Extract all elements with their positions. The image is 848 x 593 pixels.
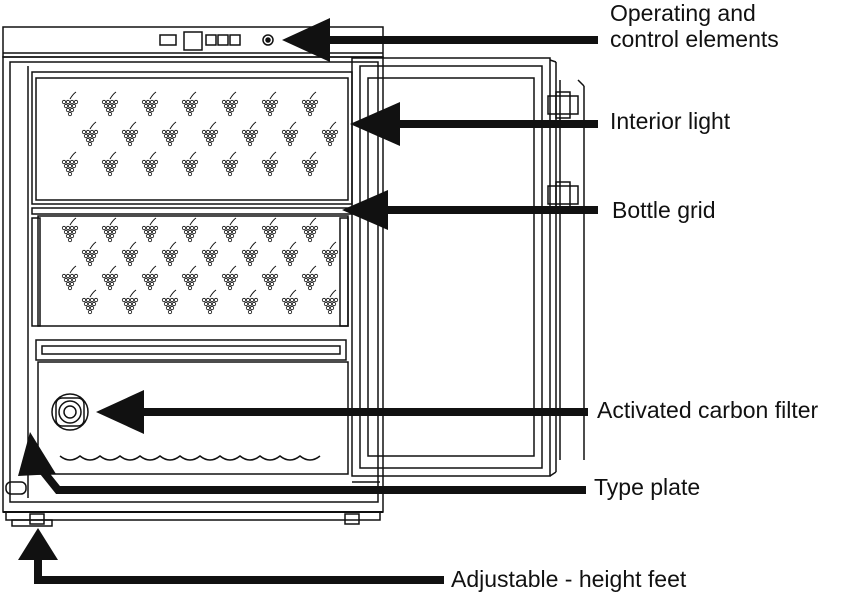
grape-cluster-icon (122, 242, 137, 266)
grape-cluster-icon (282, 290, 297, 314)
grape-cluster-icon (62, 266, 77, 290)
grape-cluster-icon (282, 122, 297, 146)
grape-cluster-icon (182, 152, 197, 176)
carbon-filter-icon (52, 394, 88, 430)
grape-cluster-icon (242, 122, 257, 146)
grape-cluster-icon (62, 92, 77, 116)
grape-cluster-icon (302, 152, 317, 176)
grape-cluster-icon (82, 242, 97, 266)
grape-cluster-icon (82, 122, 97, 146)
grape-cluster-icon (262, 218, 277, 242)
arrow-interior-light (350, 102, 598, 146)
label-bottle-grid: Bottle grid (612, 197, 716, 223)
adjustable-feet (30, 514, 359, 524)
label-carbon-filter: Activated carbon filter (597, 397, 818, 423)
grape-cluster-icon (242, 242, 257, 266)
grape-cluster-icon (322, 242, 337, 266)
arrow-height-feet (18, 528, 444, 580)
grape-cluster-icon (162, 122, 177, 146)
grape-cluster-icon (202, 242, 217, 266)
grape-cluster-icon (222, 152, 237, 176)
label-operating-controls: Operating and control elements (610, 0, 779, 52)
grape-cluster-icon (102, 266, 117, 290)
arrow-carbon-filter (96, 390, 588, 434)
label-height-feet: Adjustable - height feet (451, 566, 686, 592)
grape-cluster-icon (142, 152, 157, 176)
grape-cluster-icon (102, 152, 117, 176)
grape-cluster-icon (102, 218, 117, 242)
grape-decoration-light (62, 92, 337, 176)
grape-cluster-icon (122, 290, 137, 314)
label-operating-line2: control elements (610, 26, 779, 52)
bottle-grid-shelf (32, 208, 352, 326)
grape-cluster-icon (222, 218, 237, 242)
arrow-operating-controls (282, 18, 598, 62)
cabinet (3, 57, 383, 526)
grape-cluster-icon (322, 122, 337, 146)
grape-cluster-icon (142, 266, 157, 290)
grape-cluster-icon (222, 266, 237, 290)
grape-cluster-icon (222, 92, 237, 116)
lower-compartment (36, 340, 348, 474)
grape-cluster-icon (182, 218, 197, 242)
grape-cluster-icon (302, 92, 317, 116)
grape-cluster-icon (82, 290, 97, 314)
grape-cluster-icon (162, 290, 177, 314)
grape-cluster-icon (302, 266, 317, 290)
grape-cluster-icon (262, 92, 277, 116)
grape-cluster-icon (62, 152, 77, 176)
grape-cluster-icon (142, 218, 157, 242)
grape-cluster-icon (162, 242, 177, 266)
grape-cluster-icon (282, 242, 297, 266)
arrow-type-plate (18, 432, 586, 490)
grape-cluster-icon (62, 218, 77, 242)
grape-cluster-icon (262, 152, 277, 176)
grape-cluster-icon (242, 290, 257, 314)
label-operating-line1: Operating and (610, 0, 779, 26)
grape-cluster-icon (322, 290, 337, 314)
grape-cluster-icon (302, 218, 317, 242)
grape-decoration-grid (62, 218, 337, 314)
grape-cluster-icon (202, 122, 217, 146)
grape-cluster-icon (122, 122, 137, 146)
interior-light-panel (32, 72, 352, 204)
grape-cluster-icon (102, 92, 117, 116)
label-interior-light: Interior light (610, 108, 730, 134)
grape-cluster-icon (262, 266, 277, 290)
grape-cluster-icon (182, 266, 197, 290)
grape-cluster-icon (202, 290, 217, 314)
grape-cluster-icon (142, 92, 157, 116)
label-type-plate: Type plate (594, 474, 700, 500)
grape-cluster-icon (182, 92, 197, 116)
